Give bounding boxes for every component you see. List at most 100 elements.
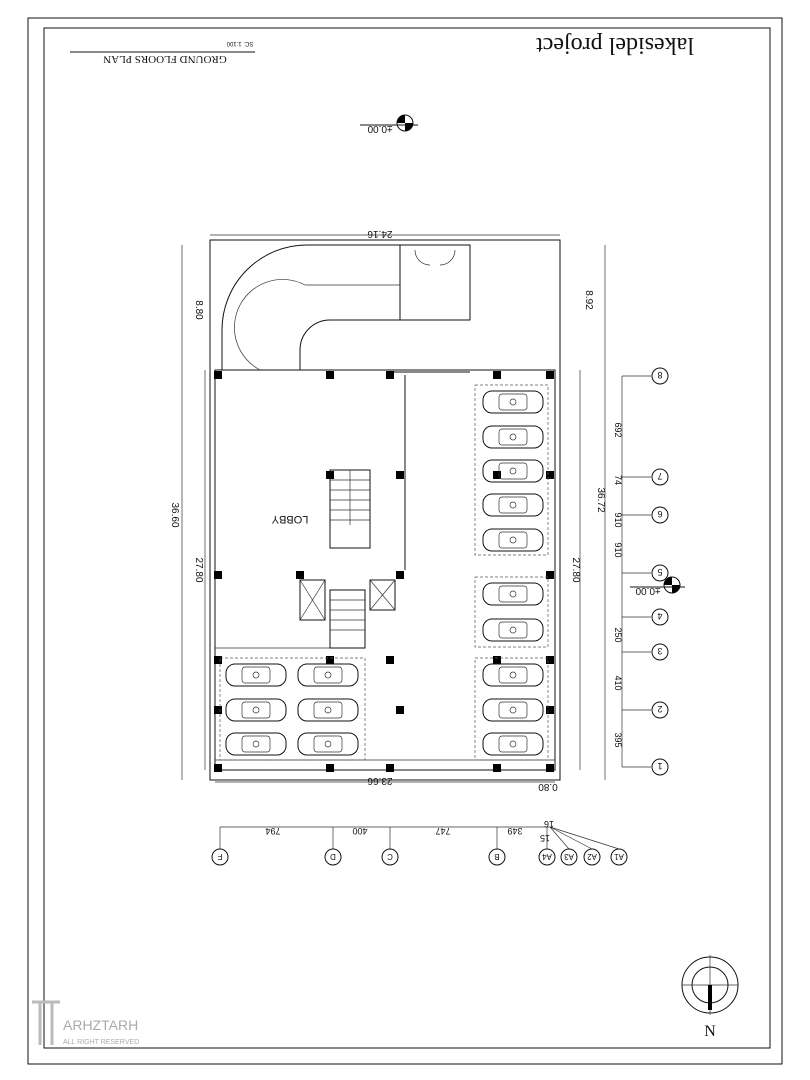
row-axis-label: 3 [657,646,662,656]
column-axis-spacing: 15 [540,833,550,843]
room-label-lobby: LOBBY [271,513,308,525]
outer-frame [27,17,783,1065]
level-mark-text: ±0.00 [367,123,392,134]
column-axis-label: A1 [614,852,624,861]
column [546,371,554,379]
inner-frame [43,27,771,1049]
column [546,706,554,714]
grid-axis-bubble [651,506,669,524]
column [386,764,394,772]
svg-text:ALL RIGHT RESERVED: ALL RIGHT RESERVED [63,1039,139,1046]
grid-axis-bubble [583,848,601,866]
staircase [329,469,371,649]
grid-axis-bubble [651,643,669,661]
grid-axis-bubble [488,848,506,866]
dim-right-top: 8.92 [583,290,594,310]
building-outline [214,369,556,771]
column-axis-spacing: 794 [265,826,280,836]
column [396,706,404,714]
row-axis-label: 8 [657,370,662,380]
column [546,656,554,664]
row-axis-label: 6 [657,509,662,519]
row-axis-label: 4 [657,611,662,621]
dim-left-main: 27.80 [193,557,204,582]
car-icon [297,732,359,756]
dim-bottom-width: 23.66 [367,775,392,786]
car-icon [482,528,544,552]
parking-ramp [221,244,401,371]
column-axis-label: C [387,852,393,861]
column-axis-label: D [330,852,336,861]
site-outline [209,239,561,781]
plan-title: GROUND FLOORS PLAN [103,53,227,65]
svg-text:ARHZTARH: ARHZTARH [63,1017,138,1033]
row-axis-spacing: 74 [613,475,623,485]
car-icon [482,493,544,517]
entrance-door [414,249,456,266]
grid-axis-bubble [651,468,669,486]
row-axis-spacing: 410 [613,675,623,690]
grid-axis-bubble [610,848,628,866]
column-axis-spacing: 349 [507,826,522,836]
dim-left-total: 36.60 [169,502,180,527]
grid-axis-bubble [211,848,229,866]
column-axis-spacing: 16 [544,819,554,829]
grid-axis-bubble [324,848,342,866]
row-axis-label: 2 [657,704,662,714]
grid-axis-bubble [538,848,556,866]
column [493,471,501,479]
column-axis-label: F [217,852,222,861]
dim-left-top: 8.80 [193,300,204,320]
column [493,764,501,772]
grid-axis-bubble [560,848,578,866]
row-axis-spacing: 692 [613,422,623,437]
column [296,571,304,579]
column-axis-label: A4 [542,852,552,861]
level-mark-icon [360,114,418,132]
logo: ARHZTARH ALL RIGHT RESERVED [32,1000,139,1046]
scale-label: SC. 1:100 [226,40,253,46]
north-label: N [704,1023,716,1040]
column [214,571,222,579]
dim-bottom-offset: 0.80 [538,781,558,792]
column [493,371,501,379]
column [214,706,222,714]
north-arrow-icon [681,955,739,1015]
car-icon [225,663,287,687]
row-axis-label: 1 [657,761,662,771]
column [396,471,404,479]
car-icon [297,663,359,687]
column [214,656,222,664]
column [326,471,334,479]
grid-axis-bubble [651,564,669,582]
car-icon [482,459,544,483]
car-icon [225,732,287,756]
dim-right-total: 36.72 [595,487,606,512]
row-axis-spacing: 910 [613,542,623,557]
dim-top-width: 24.16 [367,228,392,239]
car-icon [297,698,359,722]
car-icon [225,698,287,722]
row-axis-spacing: 910 [613,512,623,527]
car-icon [482,698,544,722]
column [326,764,334,772]
column [214,764,222,772]
column [386,656,394,664]
row-axis-label: 5 [657,567,662,577]
elevator [299,579,396,621]
grid-axis-bubble [651,608,669,626]
column [396,571,404,579]
car-icon [482,425,544,449]
level-mark-text: ±0.00 [635,585,660,596]
column [546,571,554,579]
column-axis-spacing: 400 [352,826,367,836]
level-mark-icon [630,576,685,594]
car-icon [482,390,544,414]
dim-right-main: 27.80 [570,557,581,582]
grid-axis-bubble [651,758,669,776]
column-axis-label: B [494,852,499,861]
car-icon [482,663,544,687]
car-icon [482,618,544,642]
column [326,371,334,379]
